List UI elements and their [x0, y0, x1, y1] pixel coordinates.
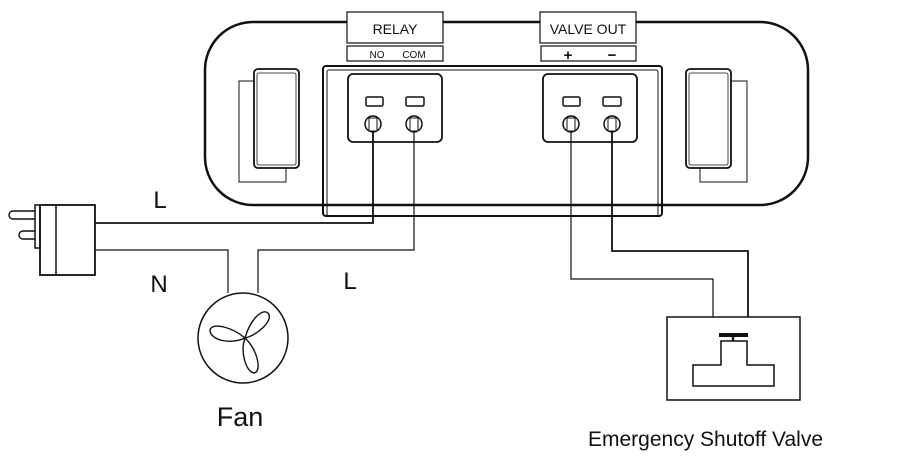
shutoff-valve-icon — [666, 316, 801, 401]
wire-neutral — [95, 249, 229, 293]
relay-label: RELAY — [373, 21, 419, 37]
wire-relay-com — [257, 132, 415, 293]
wire-label-neutral: N — [150, 271, 167, 298]
valve-label: Emergency Shutoff Valve — [588, 428, 823, 451]
valve-plus-label: + — [564, 47, 573, 64]
fan-icon — [197, 292, 289, 384]
wire-valve-minus — [611, 132, 749, 317]
valve-minus-label: − — [608, 47, 617, 64]
relay-no-label: NO — [370, 50, 385, 61]
valve-label-box — [539, 11, 637, 44]
wire-relay-no — [95, 132, 374, 224]
wire-label-line: L — [153, 187, 166, 214]
relay-terminal-block — [347, 73, 443, 143]
fan-label: Fan — [217, 402, 264, 432]
power-plug-icon — [8, 204, 96, 276]
valve-out-label: VALVE OUT — [550, 21, 627, 37]
valve-terminal-block — [542, 73, 638, 143]
wire-label-line-fan: L — [343, 268, 356, 295]
relay-label-box — [346, 11, 444, 44]
right-bracket — [685, 68, 748, 183]
relay-com-label: COM — [402, 50, 425, 61]
wire-valve-plus — [570, 132, 714, 317]
controller-device — [203, 11, 810, 217]
left-bracket — [238, 68, 300, 183]
